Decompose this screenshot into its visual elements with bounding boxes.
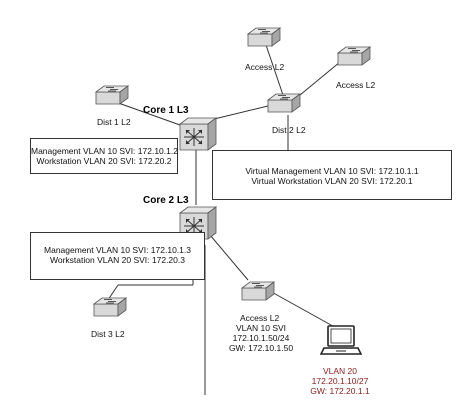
virtual-ws-svi: Virtual Workstation VLAN 20 SVI: 172.20.… (251, 176, 413, 186)
access-top-right-switch-icon (336, 46, 372, 66)
link-accesstr-dist2 (299, 61, 341, 96)
host-vlan: VLAN 20 (322, 366, 358, 376)
access-top-left-switch-icon (246, 27, 282, 47)
virtual-info-box: Virtual Management VLAN 10 SVI: 172.10.1… (212, 150, 452, 200)
access-bottom-svi-ip: 172.10.1.50/24 (232, 333, 290, 343)
core1-info-box: Management VLAN 10 SVI: 172.10.1.2 Works… (30, 138, 178, 174)
access-bottom-label: Access L2 (240, 313, 280, 323)
access-bottom-svi-vlan: VLAN 10 SVI (235, 323, 287, 333)
access-top-right-label: Access L2 (336, 80, 376, 90)
core2-mgmt-svi: Management VLAN 10 SVI: 172.10.1.3 (44, 245, 191, 255)
access-top-left-label: Access L2 (245, 62, 285, 72)
host-gw: GW: 172.20.1.1 (310, 386, 370, 396)
dist3-label: Dist 3 L2 (91, 329, 125, 339)
dist1-switch-icon (94, 85, 130, 105)
dist2-switch-icon (266, 93, 302, 113)
link-dist1-core1 (109, 99, 181, 126)
core1-ws-svi: Workstation VLAN 20 SVI: 172.20.2 (36, 156, 172, 166)
link-to-dist3 (107, 284, 119, 301)
dist1-label: Dist 1 L2 (97, 117, 131, 127)
dist3-switch-icon (92, 297, 128, 317)
dist2-label: Dist 2 L2 (272, 125, 306, 135)
link-accessb-host (267, 289, 341, 331)
core1-label: Core 1 L3 (143, 105, 189, 116)
access-bottom-svi-gw: GW: 172.10.1.50 (228, 343, 294, 353)
core1-mgmt-svi: Management VLAN 10 SVI: 172.10.1.2 (31, 146, 178, 156)
core1-switch-icon (178, 117, 218, 151)
link-core2-accessb (209, 234, 249, 281)
host-info-block: VLAN 20 172.20.1.10/27 GW: 172.20.1.1 (300, 366, 380, 396)
core2-info-box: Management VLAN 10 SVI: 172.10.1.3 Works… (30, 232, 205, 280)
core2-label: Core 2 L3 (143, 195, 189, 206)
core2-ws-svi: Workstation VLAN 20 SVI: 172.20.3 (50, 255, 185, 265)
virtual-mgmt-svi: Virtual Management VLAN 10 SVI: 172.10.1… (245, 166, 419, 176)
link-accesstl-dist2 (264, 41, 284, 96)
access-bottom-switch-icon (240, 281, 276, 301)
laptop-icon (320, 325, 362, 355)
host-ip: 172.20.1.10/27 (311, 376, 369, 386)
link-core1-dist2 (209, 104, 273, 121)
access-bottom-svi-block: VLAN 10 SVI 172.10.1.50/24 GW: 172.10.1.… (218, 323, 304, 353)
